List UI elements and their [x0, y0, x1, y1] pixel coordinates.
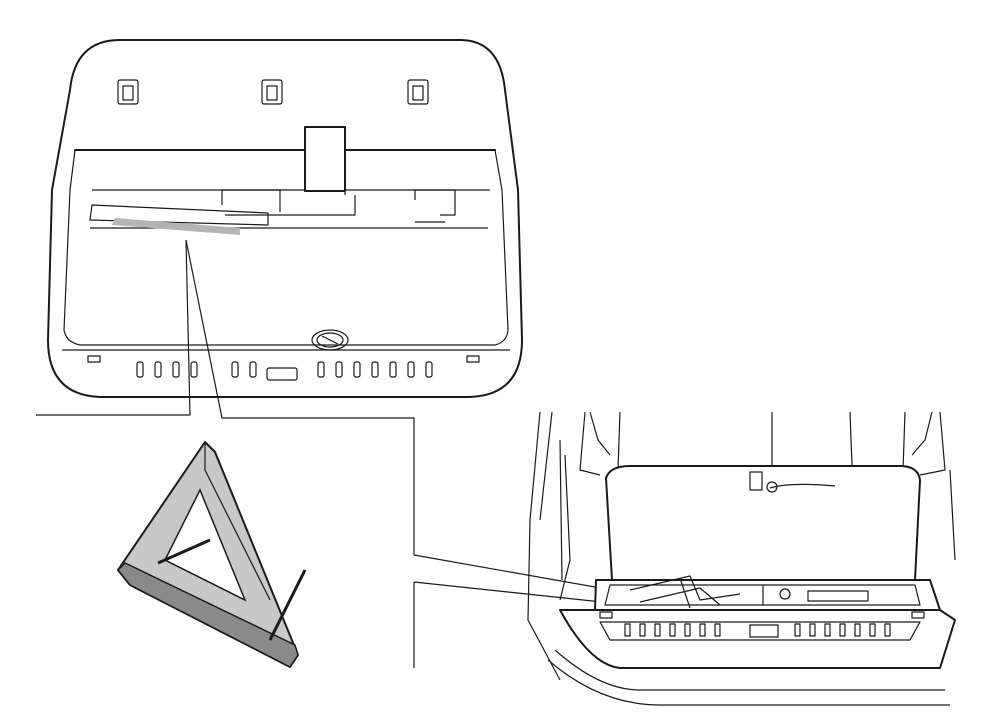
callout-lines: [36, 239, 641, 668]
lock-icon: [311, 329, 349, 351]
car-trunk-view: [527, 411, 956, 706]
label-strip: [112, 218, 240, 235]
latch-icon: [749, 471, 763, 491]
trunk-lid-detail: [47, 39, 523, 398]
warning-triangle-icon: [116, 441, 307, 668]
vent-slots: [87, 355, 480, 381]
latch-icon: [117, 79, 429, 105]
